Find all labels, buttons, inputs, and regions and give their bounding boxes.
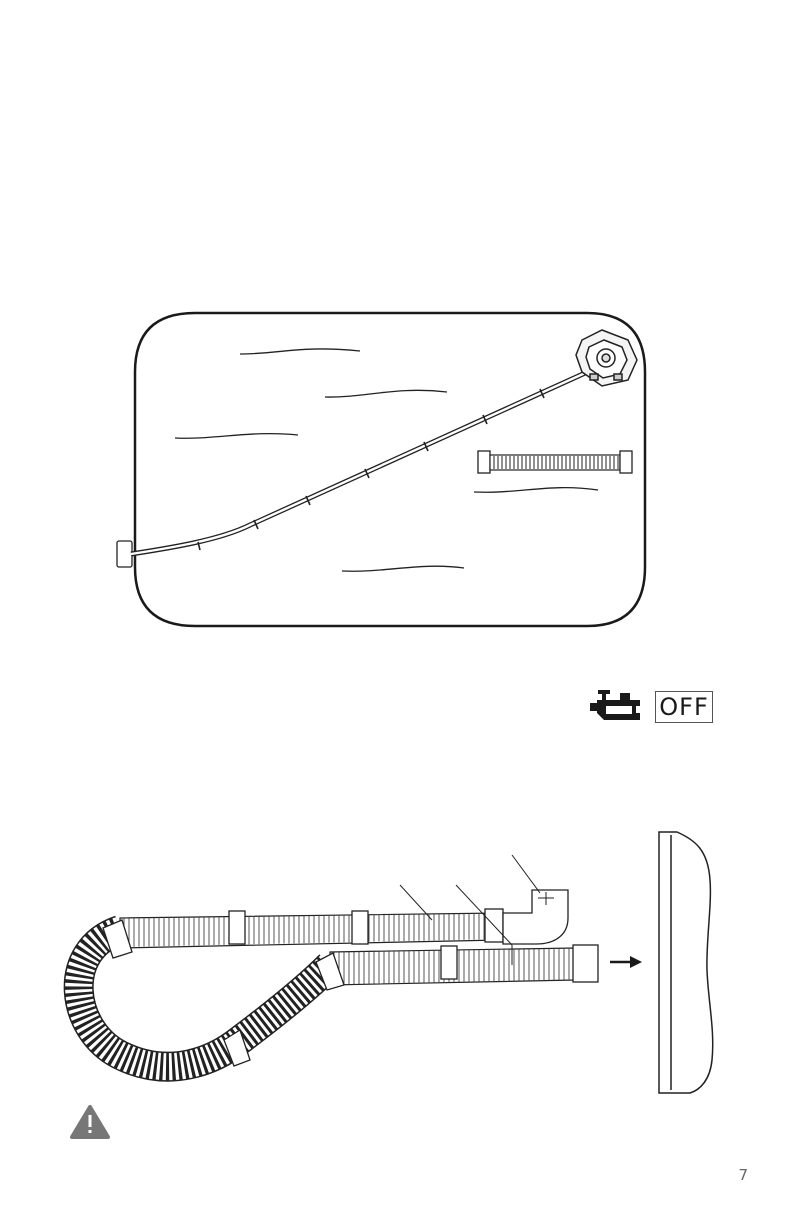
page-number: 7 bbox=[718, 1166, 748, 1184]
warning-triangle-icon bbox=[72, 1107, 108, 1137]
elbow-fitting bbox=[503, 890, 568, 944]
skimmer-wall bbox=[659, 832, 713, 1093]
upper-hose bbox=[120, 913, 500, 948]
direction-arrow-icon bbox=[610, 956, 642, 968]
